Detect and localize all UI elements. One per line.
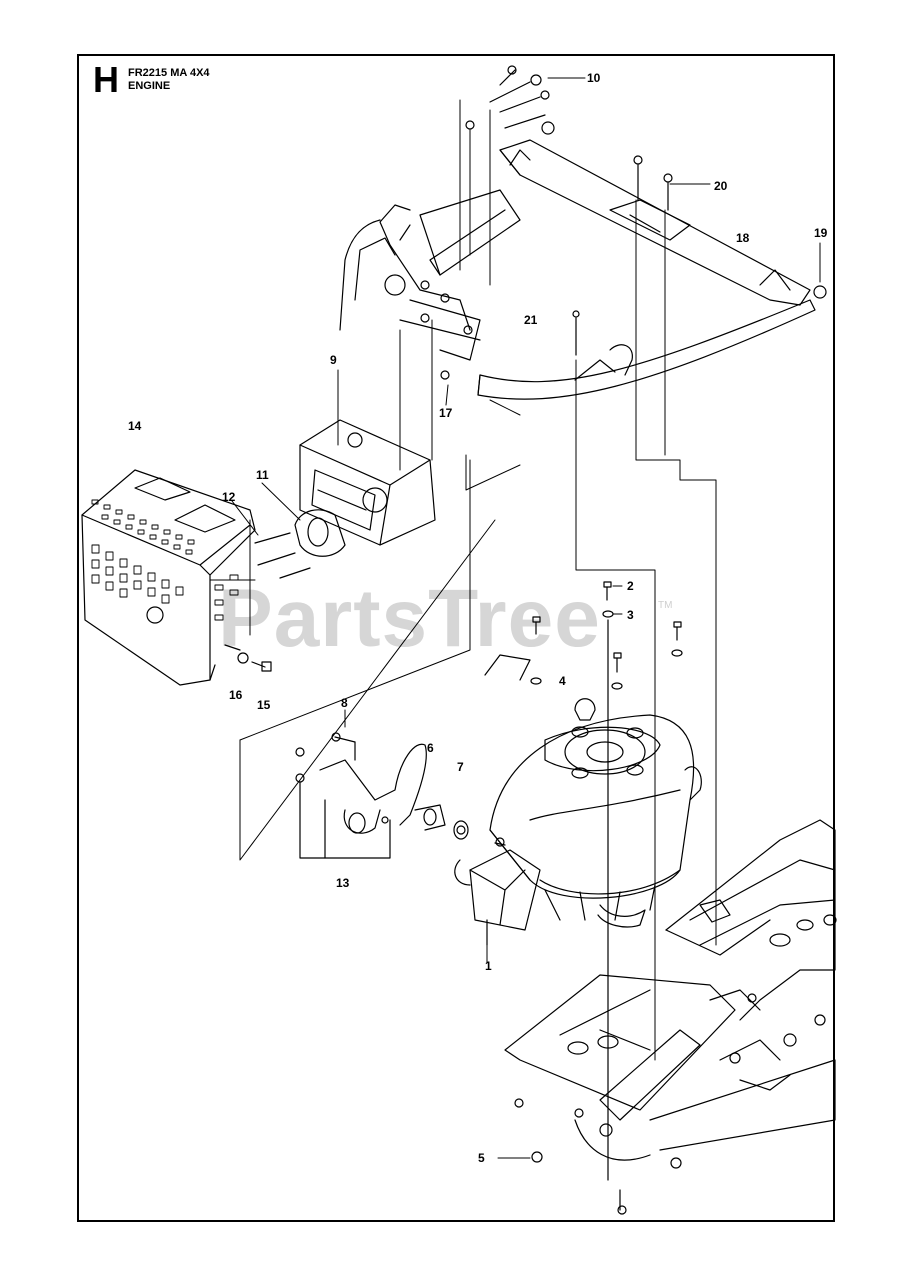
callout-15: 15 xyxy=(257,698,271,712)
callout-2: 2 xyxy=(627,579,634,593)
callout-leaders xyxy=(231,77,821,1159)
watermark-tm: TM xyxy=(658,600,673,611)
callout-16: 16 xyxy=(229,688,243,702)
callout-18: 18 xyxy=(736,231,750,245)
engine-frame xyxy=(339,121,827,400)
callout-10: 10 xyxy=(587,71,601,85)
engine-mounting-plate xyxy=(504,974,736,1215)
engine-block xyxy=(454,698,702,946)
callout-21: 21 xyxy=(524,313,538,327)
drawing-border xyxy=(77,54,835,1222)
chassis-frame xyxy=(649,819,837,1151)
exhaust-pipe xyxy=(295,732,469,859)
callout-4: 4 xyxy=(559,674,566,688)
heat-shield-vents xyxy=(91,499,239,621)
callout-1: 1 xyxy=(485,959,492,973)
section-letter: H xyxy=(93,59,119,100)
callout-11: 11 xyxy=(256,468,269,482)
section-title: ENGINE xyxy=(128,80,171,92)
callout-5: 5 xyxy=(478,1151,485,1165)
callout-9: 9 xyxy=(330,353,337,367)
muffler-flange xyxy=(254,509,346,579)
top-bolts xyxy=(465,65,673,356)
watermark: PartsTree xyxy=(218,573,601,664)
callout-6: 6 xyxy=(427,741,434,755)
callout-3: 3 xyxy=(627,608,634,622)
callout-17: 17 xyxy=(439,406,453,420)
muffler xyxy=(299,419,436,546)
callout-20: 20 xyxy=(714,179,728,193)
engine-fasteners xyxy=(484,581,683,1211)
group-leader-lines xyxy=(209,459,496,861)
callout-labels: 1 2 3 4 5 6 7 8 9 10 11 12 13 14 15 16 1… xyxy=(128,71,828,1165)
callout-7: 7 xyxy=(457,760,464,774)
callout-13: 13 xyxy=(336,876,350,890)
callout-14: 14 xyxy=(128,419,142,433)
callout-12: 12 xyxy=(222,490,236,504)
model-title: FR2215 MA 4X4 xyxy=(128,67,210,79)
callout-19: 19 xyxy=(814,226,828,240)
shield-fasteners xyxy=(224,644,272,672)
callout-8: 8 xyxy=(341,696,348,710)
heat-shield xyxy=(81,469,256,686)
